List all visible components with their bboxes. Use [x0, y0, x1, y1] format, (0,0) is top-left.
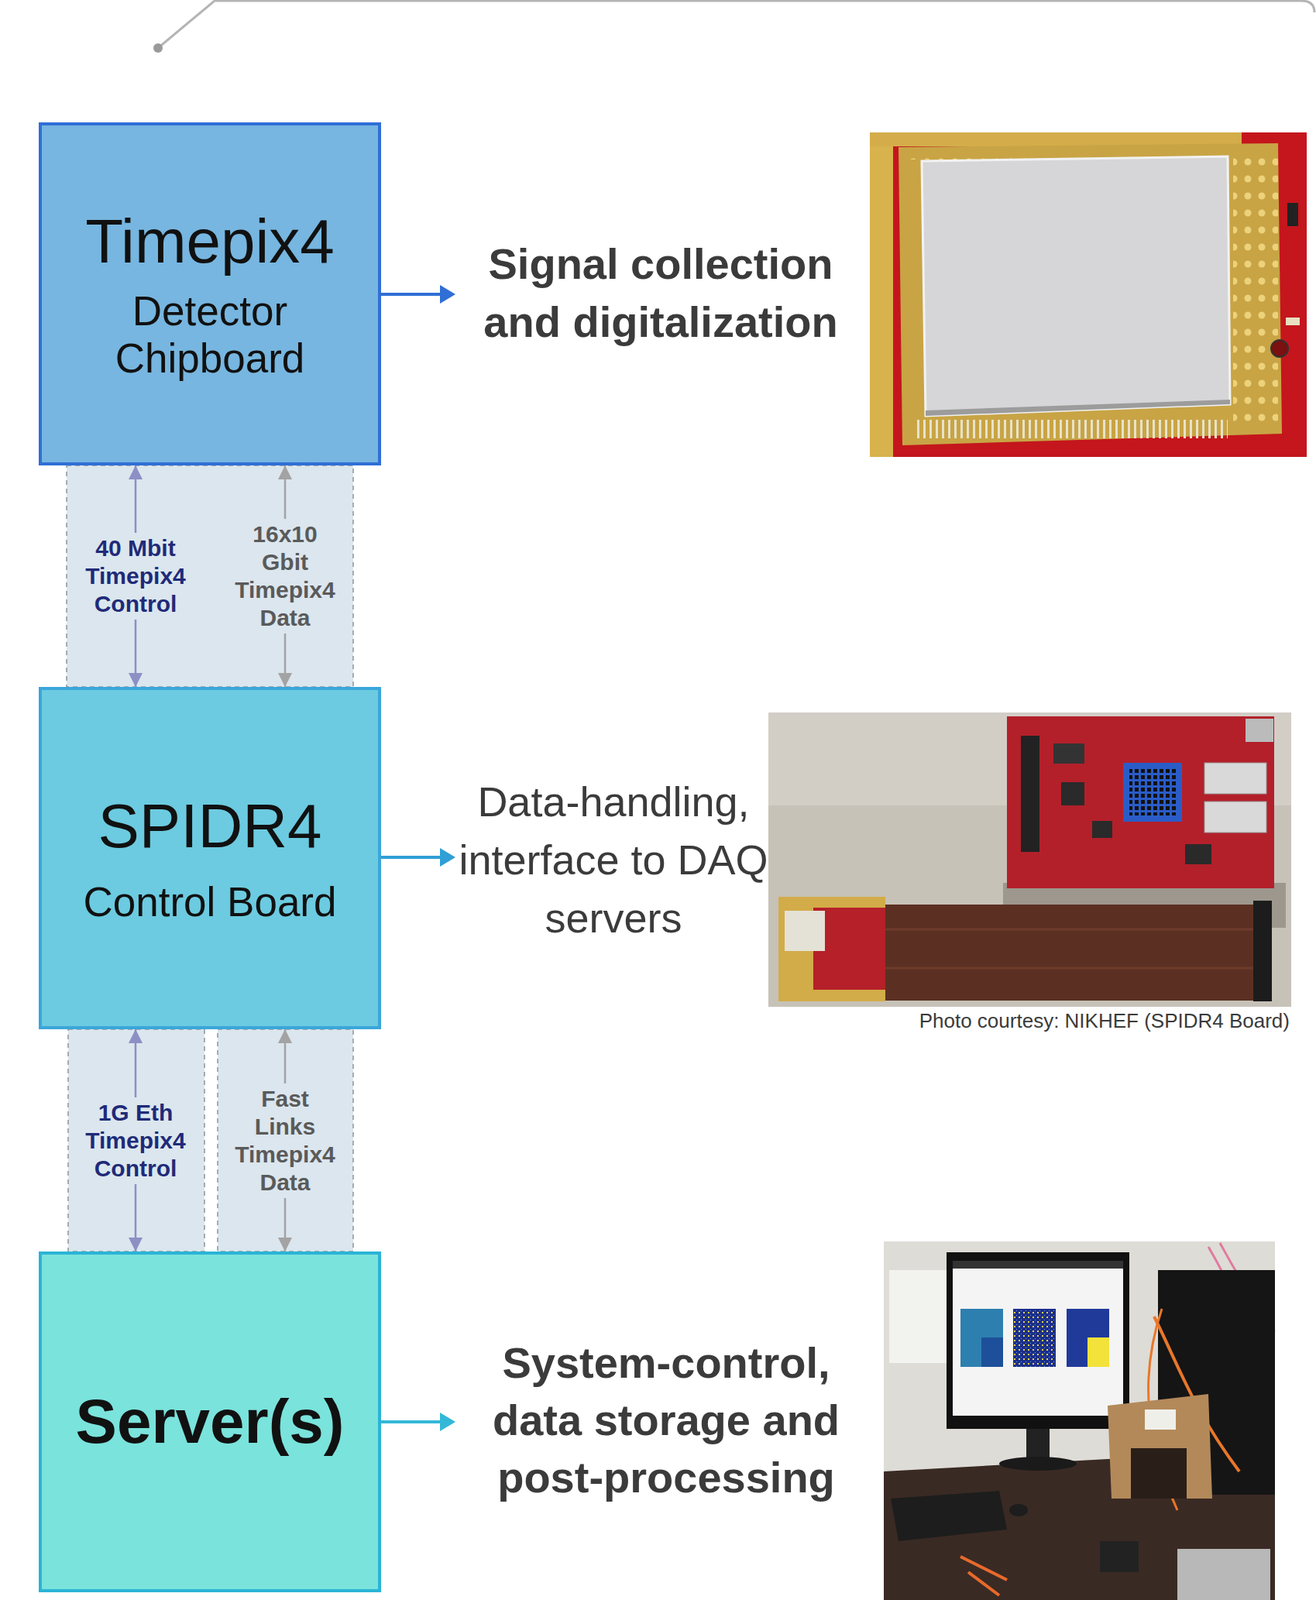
chipboard-photo: [925, 399, 1231, 416]
chipboard-photo: [1285, 317, 1300, 326]
frame-decoration: [153, 0, 1315, 53]
chipboard-box: Timepix4Detector Chipboard: [38, 122, 382, 466]
server-photo: [1066, 1309, 1110, 1368]
server-photo: [960, 1309, 1004, 1368]
leader-arrow: [381, 285, 456, 1432]
spidr4-photo: [1245, 718, 1274, 743]
server-photo: [952, 1261, 1124, 1416]
server-photo: [1009, 1504, 1028, 1517]
spidr4-photo: [1185, 844, 1212, 865]
server-photo: [952, 1261, 1124, 1269]
chipboard-photo: [1271, 340, 1289, 358]
box-title: SPIDR4: [98, 790, 323, 863]
link-band: [66, 465, 354, 688]
server-photo: [960, 1556, 1007, 1596]
chipboard-photo: [898, 143, 1282, 446]
box-title: Timepix4: [85, 206, 335, 278]
leader-arrow: [381, 292, 444, 296]
server-photo: [1144, 1409, 1176, 1430]
server-photo: [890, 1491, 1007, 1542]
spidr4-photo: [879, 904, 1258, 1001]
server-box: Server(s): [38, 1251, 382, 1593]
link-label: 1G Eth Timepix4 Control: [82, 1097, 189, 1185]
server-photo: [883, 1241, 1275, 1600]
box-subtitle: Control Board: [82, 879, 337, 927]
chipboard-photo: [1233, 151, 1279, 430]
chipboard-photo: [913, 419, 1228, 439]
server-photo: [981, 1337, 1004, 1368]
spidr4-photo: [768, 712, 1292, 1007]
server-photo: [1026, 1429, 1050, 1461]
function-note: System-control, data storage and post-pr…: [453, 1334, 879, 1507]
box-title: Server(s): [75, 1386, 345, 1458]
spidr4-photo: [883, 928, 1255, 932]
photo-credit: Photo courtesy: NIKHEF (SPIDR4 Board): [774, 1008, 1290, 1034]
chipboard-photo: [869, 132, 1307, 457]
spidr4-photo: [768, 712, 1292, 1007]
spidr4-photo: [778, 896, 886, 1002]
spidr4-photo: [1204, 762, 1267, 794]
spidr4-photo: [1092, 821, 1113, 839]
box-subtitle: Detector Chipboard: [58, 288, 361, 383]
server-photo: [999, 1456, 1077, 1471]
control-board-box: SPIDR4Control Board: [38, 687, 382, 1030]
link-band: [66, 465, 354, 1252]
server-photo: [946, 1252, 1130, 1430]
server-photo: [889, 1270, 950, 1364]
spidr4-photo: [1020, 735, 1040, 853]
chipboard-photo: [921, 156, 1231, 416]
spidr4-photo: [1006, 716, 1275, 889]
frame-decoration: [158, 0, 1315, 49]
spidr4-photo: [883, 967, 1255, 970]
server-photo: [1099, 1541, 1139, 1573]
server-photo: [1177, 1549, 1271, 1600]
link-band: [217, 1029, 354, 1252]
chipboard-photo: [1287, 202, 1299, 227]
chipboard-photo: [869, 132, 894, 457]
spidr4-photo: [1253, 900, 1272, 1002]
spidr4-photo: [1061, 782, 1085, 806]
chipboard-photo: [869, 132, 1307, 457]
leader-arrow: [381, 1420, 444, 1424]
server-photo: [1107, 1394, 1213, 1499]
function-note: Signal collection and digitalization: [455, 234, 866, 351]
leader-arrow: [439, 1412, 456, 1432]
link-label: 16x10 Gbit Timepix4 Data: [231, 518, 339, 634]
function-note: Data-handling, interface to DAQ servers: [458, 773, 769, 948]
server-photo: [883, 1241, 1275, 1600]
spidr4-photo: [784, 910, 825, 952]
link-label: Fast Links Timepix4 Data: [231, 1083, 339, 1199]
frame-decoration: [153, 43, 163, 53]
server-photo: [1087, 1337, 1110, 1368]
spidr4-photo: [1204, 801, 1267, 833]
server-photo: [1013, 1309, 1056, 1368]
link-band: [68, 1029, 205, 1252]
spidr4-photo: [1053, 743, 1085, 764]
leader-arrow: [439, 285, 456, 304]
leader-arrow: [381, 855, 444, 860]
spidr4-photo: [1129, 769, 1176, 816]
spidr4-photo: [1123, 762, 1182, 822]
leader-arrow: [439, 848, 456, 867]
server-photo: [1130, 1448, 1187, 1499]
link-label: 40 Mbit Timepix4 Control: [82, 532, 189, 620]
